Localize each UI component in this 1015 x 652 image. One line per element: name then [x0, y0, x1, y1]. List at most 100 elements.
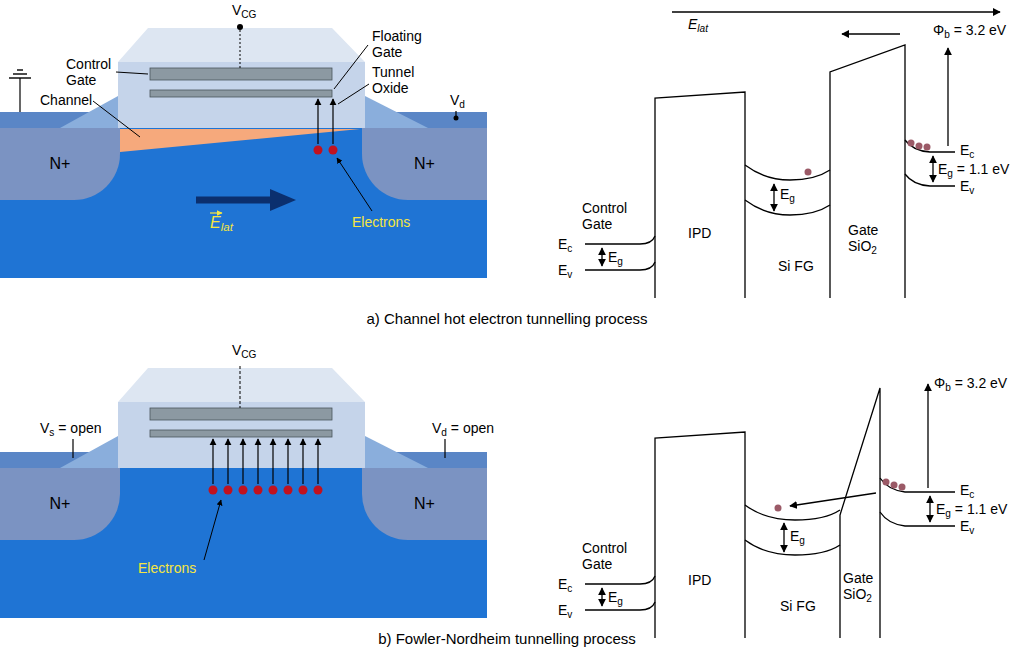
text-part: E: [210, 214, 221, 231]
text-part: E: [688, 16, 697, 32]
band-diagram: [585, 12, 1000, 298]
region-label: N+: [414, 155, 435, 173]
electron-dots: [775, 479, 906, 512]
region-label: Si FG: [778, 258, 814, 274]
doped-region: N+: [362, 468, 487, 540]
text-part: V: [432, 420, 441, 436]
text-part: E: [938, 161, 947, 177]
text-part: = 3.2 eV: [950, 22, 1006, 38]
text-part: E: [790, 528, 799, 544]
callout-label: Floating Gate: [372, 28, 434, 60]
band-edge-label: Ev: [960, 518, 974, 534]
panel-caption: a) Channel hot electron tunnelling proce…: [366, 310, 647, 327]
region-label: IPD: [688, 572, 711, 588]
mosfet-cross-section: [0, 366, 487, 618]
region-label: Gate SiO2: [848, 222, 898, 254]
band-edge-label: Ec: [960, 482, 974, 498]
region-label: Control Gate: [582, 200, 642, 232]
text-part: E: [558, 236, 567, 252]
doped-region: N+: [0, 128, 120, 200]
subscript: g: [945, 508, 951, 519]
text-part: E: [960, 482, 969, 498]
band-edge-label: Ec: [558, 236, 572, 252]
band-edge-label: Ev: [960, 178, 974, 194]
text-part: = 1.1 eV: [953, 161, 1009, 177]
barrier-label: Φb = 3.2 eV: [933, 22, 1006, 38]
text-part: Φ: [934, 375, 945, 391]
text-part: E: [608, 589, 617, 605]
text-part: = open: [54, 420, 101, 436]
subscript: c: [969, 489, 974, 500]
callout-label: Tunnel Oxide: [372, 64, 422, 96]
subscript: v: [567, 269, 572, 280]
bandgap-label: Eg = 1.1 eV: [938, 161, 1009, 177]
text-part: E: [558, 576, 567, 592]
subscript: b: [945, 382, 951, 393]
subscript: g: [617, 596, 623, 607]
text-part: = 1.1 eV: [951, 501, 1007, 517]
region-label: Si FG: [780, 598, 816, 614]
subscript: g: [789, 193, 795, 204]
doped-region: N+: [362, 128, 487, 200]
bandgap-label: Eg: [608, 589, 623, 605]
callout-label: Channel: [40, 92, 92, 108]
subscript: 2: [866, 593, 872, 604]
subscript: v: [969, 525, 974, 536]
mosfet-cross-section: [0, 24, 487, 278]
callout-label: Electrons: [138, 560, 196, 576]
voltage-label: VCG: [232, 342, 256, 358]
subscript: c: [567, 583, 572, 594]
subscript: d: [459, 99, 465, 110]
subscript: b: [944, 29, 950, 40]
voltage-label: Vd = open: [432, 420, 494, 436]
band-edge-label: Ec: [558, 576, 572, 592]
text-part: V: [40, 420, 49, 436]
subscript: d: [441, 427, 447, 438]
bandgap-label: Eg: [780, 186, 795, 202]
band-edge-label: Ev: [558, 602, 572, 618]
electron-dots: [805, 140, 931, 176]
band-diagram: [585, 384, 955, 638]
doped-region: N+: [0, 468, 120, 540]
subscript: CG: [241, 9, 256, 20]
region-label: N+: [50, 155, 71, 173]
subscript: lat: [221, 221, 233, 233]
region-label: Gate SiO2: [843, 570, 879, 602]
subscript: 2: [871, 245, 877, 256]
text-part: V: [232, 342, 241, 358]
text-part: Φ: [933, 22, 944, 38]
field-label: Elat: [688, 16, 708, 32]
subscript: v: [969, 185, 974, 196]
text-part: E: [780, 186, 789, 202]
subscript: g: [617, 256, 623, 267]
region-label: N+: [414, 495, 435, 513]
band-edge-label: Ec: [960, 142, 974, 158]
text-part: E: [558, 262, 567, 278]
panel-caption: b) Fowler-Nordheim tunnelling process: [378, 630, 636, 647]
subscript: c: [969, 149, 974, 160]
text-part: E: [960, 142, 969, 158]
text-part: V: [450, 92, 459, 108]
text-part: E: [608, 249, 617, 265]
text-part: V: [232, 2, 241, 18]
subscript: CG: [241, 349, 256, 360]
subscript: g: [799, 535, 805, 546]
barrier-label: Φb = 3.2 eV: [934, 375, 1007, 391]
text-part: E: [960, 178, 969, 194]
callout-label: Electrons: [352, 214, 410, 230]
region-label: Control Gate: [582, 540, 642, 572]
region-label: IPD: [688, 225, 711, 241]
voltage-label: Vs = open: [40, 420, 102, 436]
band-edge-label: Ev: [558, 262, 572, 278]
text-part: E: [558, 602, 567, 618]
callout-label: Control Gate: [66, 56, 124, 88]
subscript: s: [49, 427, 54, 438]
region-label: N+: [50, 495, 71, 513]
subscript: g: [947, 168, 953, 179]
field-label: Elat: [210, 214, 233, 232]
subscript: lat: [697, 23, 708, 34]
subscript: c: [567, 243, 572, 254]
text-part: E: [936, 501, 945, 517]
voltage-label: Vd: [450, 92, 465, 108]
